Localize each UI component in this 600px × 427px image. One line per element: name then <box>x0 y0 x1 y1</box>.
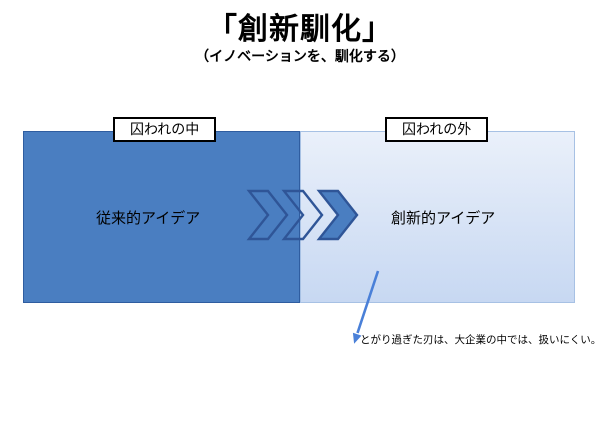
chevron-arrows-icon <box>246 189 359 241</box>
left-box-tag: 囚われの中 <box>113 117 217 142</box>
chevron-outline-2-icon <box>281 189 324 241</box>
right-box-tag: 囚われの外 <box>385 117 489 142</box>
slide-title: 「創新馴化」 <box>207 13 393 46</box>
chevron-solid-icon <box>316 189 359 241</box>
callout-arrow-icon <box>352 270 380 344</box>
left-box: 従来的アイデア <box>23 131 300 303</box>
left-box-text: 従来的アイデア <box>96 209 201 227</box>
chevron-outline-1-icon <box>246 189 289 241</box>
annotation-text: とがり過ぎた刃は、大企業の中では、扱いにくい。 <box>360 334 600 346</box>
slide-subtitle: （イノベーションを、馴化する） <box>195 50 405 65</box>
right-box-text: 創新的アイデア <box>391 209 496 227</box>
